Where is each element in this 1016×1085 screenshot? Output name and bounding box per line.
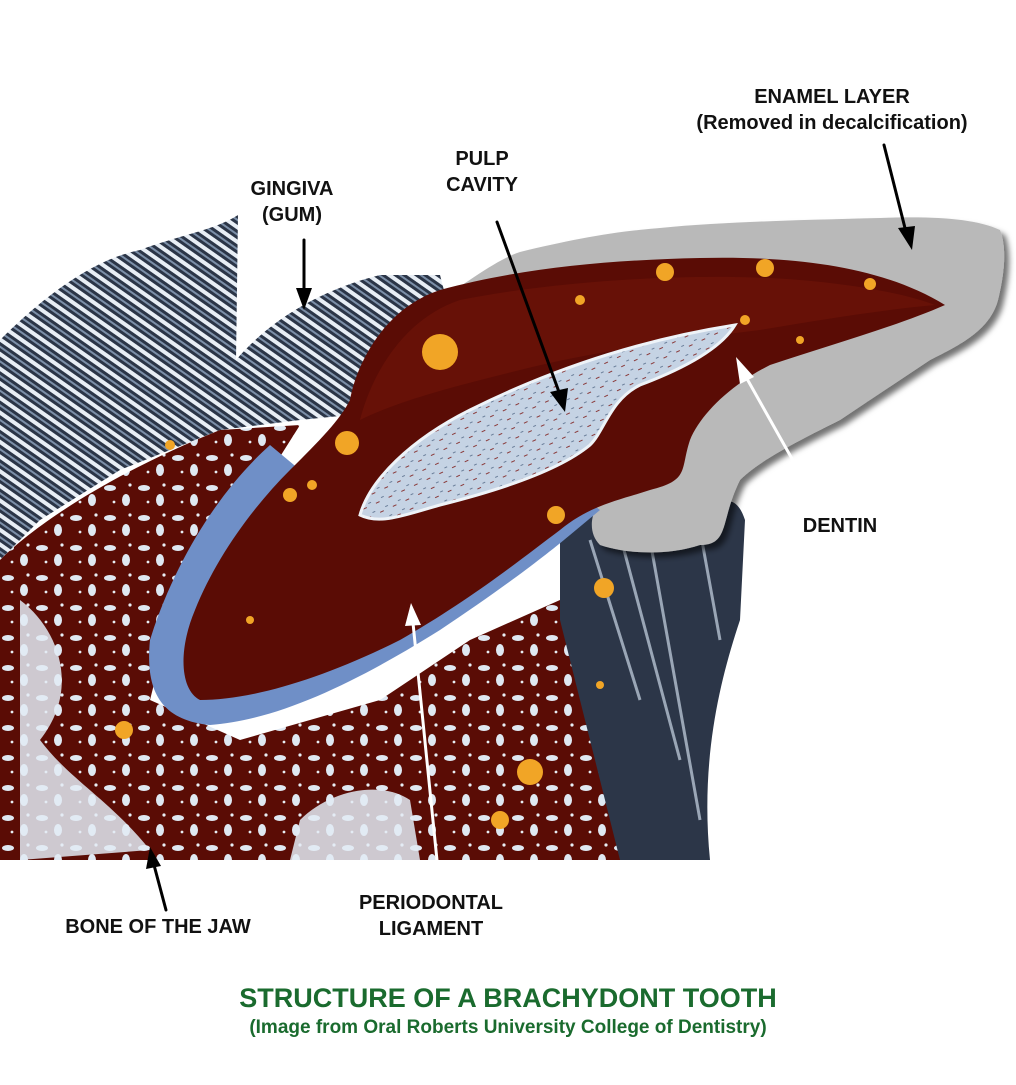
- pulp-label-line1: PULP: [455, 148, 509, 170]
- periodontal-ligament-label: PERIODONTAL LIGAMENT: [331, 890, 531, 942]
- dentin-shading: [360, 276, 935, 420]
- pulp-cavity-shape: [358, 323, 738, 521]
- bone-label: BONE OF THE JAW: [38, 914, 278, 940]
- periodontal-label-line1: PERIODONTAL: [358, 892, 504, 914]
- pointer-arrows: [146, 143, 915, 912]
- caption-title: STRUCTURE OF A BRACHYDONT TOOTH: [239, 983, 777, 1013]
- dentin-body: [183, 257, 945, 700]
- dentin-label: DENTIN: [780, 513, 900, 539]
- enamel-label-line2: (Removed in decalcification): [696, 112, 968, 134]
- jaw-bone: [0, 425, 700, 860]
- pulp-cavity-label: PULP CAVITY: [412, 146, 552, 198]
- stain-spots: [115, 259, 876, 829]
- periodontal-label-line2: LIGAMENT: [378, 918, 484, 940]
- pulp-label-line2: CAVITY: [446, 174, 518, 196]
- dentin-label-text: DENTIN: [802, 515, 878, 537]
- bone-label-text: BONE OF THE JAW: [65, 916, 251, 938]
- bone-marrow-spaces: [20, 600, 420, 860]
- right-tissue-fibers: [588, 529, 722, 821]
- gingiva-label: GINGIVA (GUM): [222, 176, 362, 228]
- enamel-layer-label: ENAMEL LAYER (Removed in decalcification…: [662, 84, 1002, 136]
- enamel-label-line1: ENAMEL LAYER: [754, 86, 910, 108]
- caption-credit: (Image from Oral Roberts University Coll…: [249, 1017, 767, 1038]
- gingiva-tissue: [0, 215, 470, 560]
- gingiva-label-line1: GINGIVA: [250, 178, 334, 200]
- gingiva-label-line2: (GUM): [262, 204, 322, 226]
